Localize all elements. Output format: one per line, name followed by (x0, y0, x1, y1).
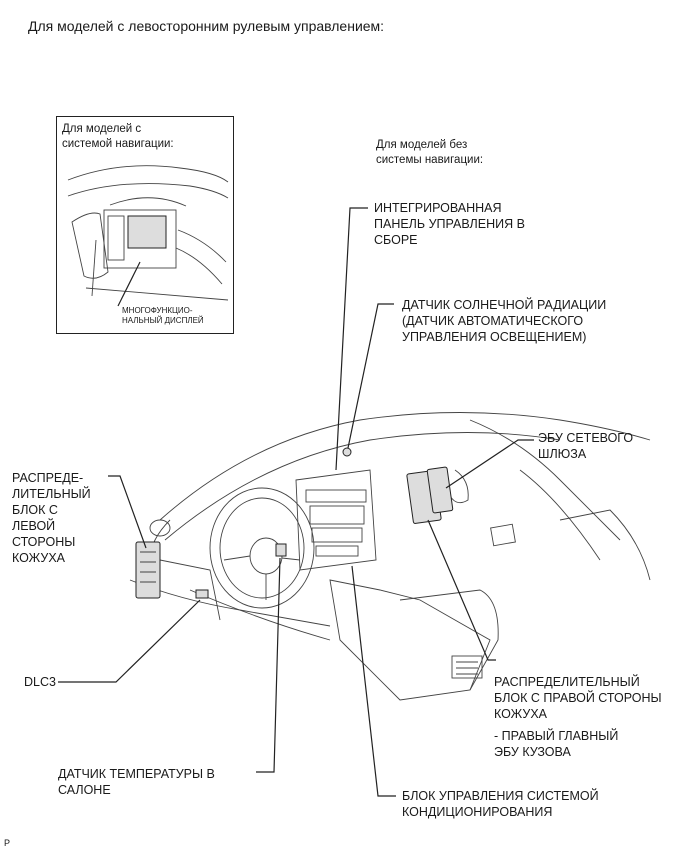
integrated-panel-label: ИНТЕГРИРОВАННАЯ ПАНЕЛЬ УПРАВЛЕНИЯ В СБОР… (374, 201, 525, 247)
page-title: Для моделей с левосторонним рулевым упра… (28, 18, 385, 34)
main-dashboard-sketch (129, 412, 651, 701)
right-body-ecu-label: - ПРАВЫЙ ГЛАВНЫЙ ЭБУ КУЗОВА (494, 729, 619, 759)
left-junction-label: РАСПРЕДЕ- ЛИТЕЛЬНЫЙ БЛОК С ЛЕВОЙ СТОРОНЫ… (12, 471, 91, 565)
inset-title: Для моделей с системой навигации: (62, 123, 174, 150)
cabin-temp-sensor (275, 543, 287, 557)
solar-sensor-label: ДАТЧИК СОЛНЕЧНОЙ РАДИАЦИИ (ДАТЧИК АВТОМА… (402, 298, 607, 344)
navigation-inset (56, 116, 234, 334)
no-navigation-label: Для моделей без системы навигации: (376, 139, 484, 166)
gateway-ecu (406, 466, 454, 524)
leader-lines (58, 207, 534, 797)
gateway-ecu-label: ЭБУ СЕТЕВОГО ШЛЮЗА (538, 431, 634, 461)
solar-sensor (342, 447, 352, 457)
inset-dashboard-sketch (67, 165, 229, 307)
right-junction-label: РАСПРЕДЕЛИТЕЛЬНЫЙ БЛОК С ПРАВОЙ СТОРОНЫ … (494, 675, 662, 721)
dlc3-connector (195, 589, 209, 599)
dlc3-label: DLC3 (24, 675, 56, 689)
left-junction-block (135, 541, 161, 599)
cabin-temp-label: ДАТЧИК ТЕМПЕРАТУРЫ В САЛОНЕ (58, 767, 215, 797)
ac-control-label: БЛОК УПРАВЛЕНИЯ СИСТЕМОЙ КОНДИЦИОНИРОВАН… (402, 789, 599, 819)
corner-mark: P (4, 838, 11, 848)
multifunction-display-label: МНОГОФУНКЦИО- НАЛЬНЫЙ ДИСПЛЕЙ (122, 306, 204, 325)
